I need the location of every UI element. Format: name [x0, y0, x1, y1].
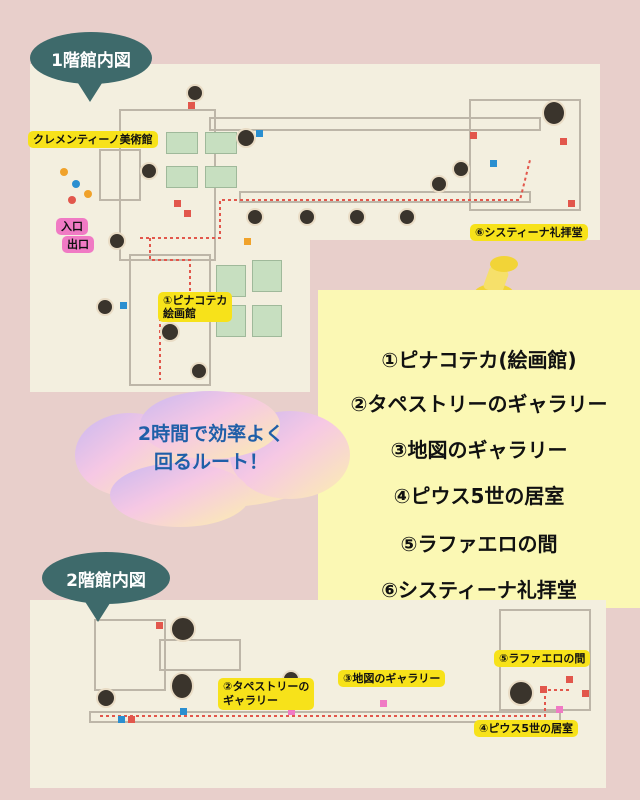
facility-icon: [60, 168, 68, 176]
facility-icon: [582, 690, 589, 697]
label-exit-text: 出口: [67, 238, 89, 251]
artwork-photo-marker[interactable]: [96, 298, 114, 316]
floor1-corridor-south: [239, 191, 531, 203]
label-pinacoteca-line1: ①ピナコテカ: [163, 294, 228, 307]
artwork-photo-marker[interactable]: [398, 208, 416, 226]
floor2-corridor: [89, 711, 561, 723]
label-raphael-rooms[interactable]: ⑤ラファエロの間: [494, 650, 591, 667]
floor2-bubble-tail: [84, 600, 112, 622]
facility-icon: [256, 130, 263, 137]
floor2-galleries: [159, 639, 241, 671]
label-raphael-text: ⑤ラファエロの間: [499, 652, 586, 665]
courtyard-lawn: [216, 265, 246, 297]
artwork-photo-marker[interactable]: [236, 128, 256, 148]
label-entrance-text: 入口: [61, 220, 83, 233]
label-pinacoteca[interactable]: ①ピナコテカ 絵画館: [158, 292, 233, 322]
artwork-photo-marker[interactable]: [452, 160, 470, 178]
artwork-photo-marker[interactable]: [186, 84, 204, 102]
facility-icon: [490, 160, 497, 167]
artwork-photo-marker[interactable]: [298, 208, 316, 226]
catchphrase-cloud: [75, 391, 350, 527]
facility-icon: [84, 190, 92, 198]
artwork-photo-marker[interactable]: [170, 672, 194, 700]
label-clementino-text: クレメンティーノ美術館: [33, 133, 153, 146]
facility-icon: [188, 102, 195, 109]
catchphrase-line2: 回るルート！: [153, 451, 268, 473]
route-list-item: ②タペストリーのギャラリー: [350, 392, 608, 416]
floor1-corridor: [209, 117, 541, 131]
label-sistine-chapel[interactable]: ⑥システィーナ礼拝堂: [470, 224, 588, 241]
label-entrance[interactable]: 入口: [56, 218, 88, 235]
facility-icon: [540, 686, 547, 693]
label-tapestry-line1: ②タペストリーの: [223, 680, 310, 693]
route-list-item: ④ピウス5世の居室: [393, 484, 565, 508]
label-pius-text: ④ピウス5世の居室: [479, 722, 573, 735]
artwork-photo-marker[interactable]: [140, 162, 158, 180]
artwork-photo-marker[interactable]: [190, 362, 208, 380]
facility-icon: [568, 200, 575, 207]
facility-icon: [244, 238, 251, 245]
artwork-photo-marker[interactable]: [348, 208, 366, 226]
floor1-bubble-tail: [76, 80, 104, 102]
facility-icon: [380, 700, 387, 707]
courtyard-lawn: [166, 132, 198, 154]
route-list-panel: ①ピナコテカ(絵画館) ②タペストリーのギャラリー ③地図のギャラリー ④ピウス…: [318, 290, 640, 608]
floor2-title: 2階館内図: [66, 570, 146, 591]
floor1-east-block: [469, 99, 581, 211]
facility-icon: [566, 676, 573, 683]
facility-icon: [180, 708, 187, 715]
route-list-item: ③地図のギャラリー: [390, 438, 568, 462]
label-tapestry-line2: ギャラリー: [223, 694, 278, 707]
facility-icon: [174, 200, 181, 207]
label-map-gallery-text: ③地図のギャラリー: [343, 672, 441, 685]
label-clementino-museum[interactable]: クレメンティーノ美術館: [28, 131, 158, 148]
route-list-item: ⑥システィーナ礼拝堂: [381, 578, 577, 602]
facility-icon: [128, 716, 135, 723]
facility-icon: [288, 708, 295, 715]
facility-icon: [68, 196, 76, 204]
facility-icon: [560, 138, 567, 145]
route-list-item: ⑤ラファエロの間: [400, 532, 558, 556]
label-sistine-text: ⑥システィーナ礼拝堂: [475, 226, 583, 239]
catchphrase: 2時間で効率よく 回るルート！: [96, 420, 326, 476]
courtyard-lawn: [252, 260, 282, 292]
artwork-photo-marker[interactable]: [542, 100, 566, 126]
floor2-west-block: [94, 619, 166, 691]
floor1-title-bubble: 1階館内図: [30, 32, 152, 84]
artwork-photo-marker[interactable]: [246, 208, 264, 226]
catchphrase-line1: 2時間で効率よく: [137, 423, 285, 445]
courtyard-lawn: [252, 305, 282, 337]
floor2-title-bubble: 2階館内図: [42, 552, 170, 604]
route-list-item: ①ピナコテカ(絵画館): [381, 348, 577, 372]
artwork-photo-marker[interactable]: [160, 322, 180, 342]
label-tapestry-gallery[interactable]: ②タペストリーの ギャラリー: [218, 678, 315, 710]
artwork-photo-marker[interactable]: [430, 175, 448, 193]
courtyard-lawn: [166, 166, 198, 188]
facility-icon: [184, 210, 191, 217]
facility-icon: [118, 716, 125, 723]
artwork-photo-marker[interactable]: [170, 616, 196, 642]
courtyard-lawn: [205, 166, 237, 188]
facility-icon: [156, 622, 163, 629]
label-map-gallery[interactable]: ③地図のギャラリー: [338, 670, 446, 687]
floor2-route-line: [100, 689, 570, 717]
facility-icon: [120, 302, 127, 309]
artwork-photo-marker[interactable]: [96, 688, 116, 708]
facility-icon: [72, 180, 80, 188]
label-exit[interactable]: 出口: [62, 236, 94, 253]
facility-icon: [470, 132, 477, 139]
label-pius-v-apartment[interactable]: ④ピウス5世の居室: [474, 720, 578, 737]
artwork-photo-marker[interactable]: [108, 232, 126, 250]
artwork-photo-marker[interactable]: [508, 680, 534, 706]
label-pinacoteca-line2: 絵画館: [163, 307, 196, 320]
floor1-title: 1階館内図: [51, 50, 131, 71]
facility-icon: [556, 706, 563, 713]
